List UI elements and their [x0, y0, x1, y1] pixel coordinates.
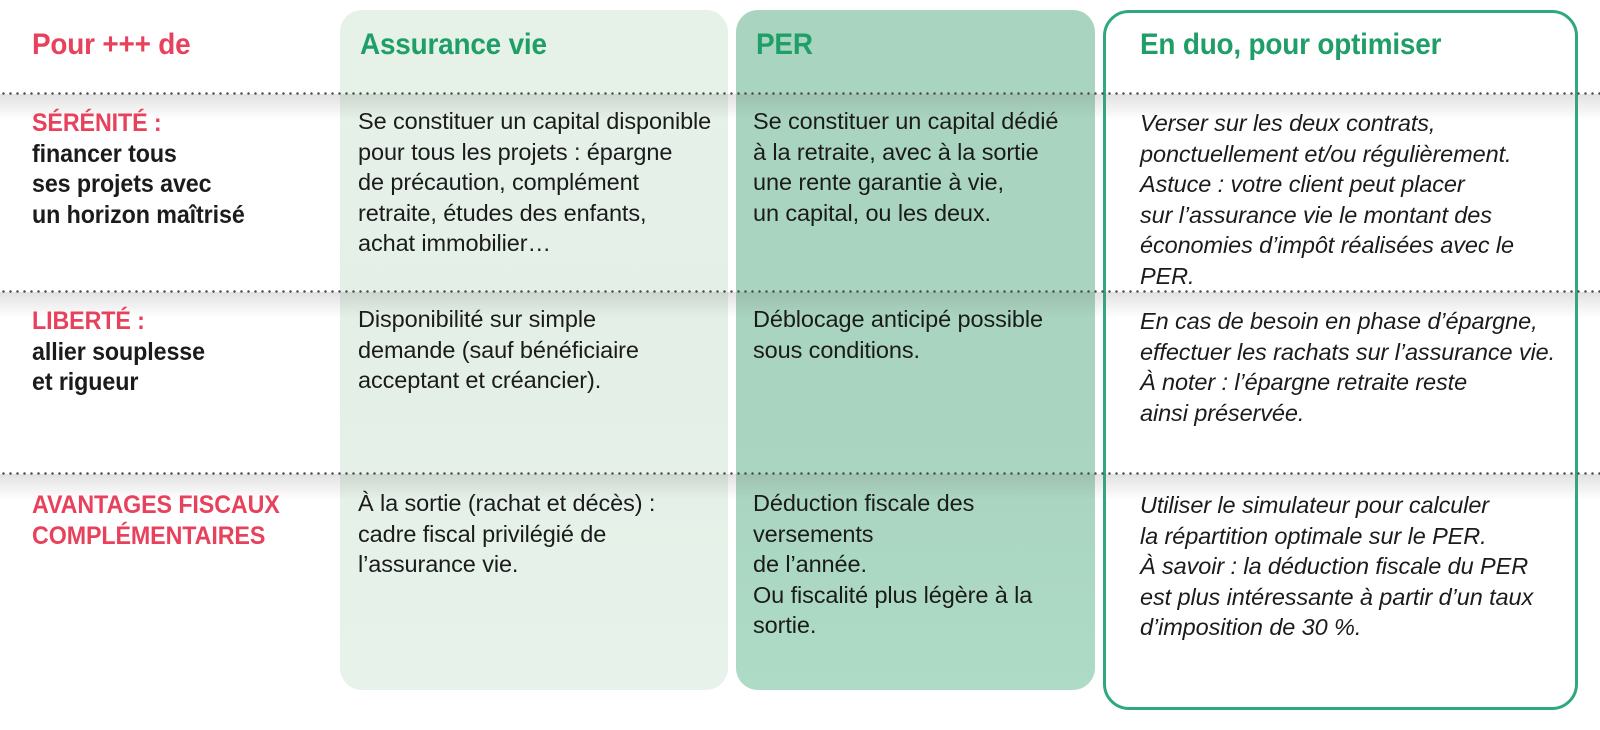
row-label-avantages-fiscaux: AVANTAGES FISCAUX COMPLÉMENTAIRES [32, 490, 311, 551]
row-label-serenite-subtitle: financer tous ses projets avec un horizo… [32, 139, 245, 229]
cell-liberte-en-duo: En cas de besoin en phase d’épargne, eff… [1140, 308, 1556, 426]
cell-avantages-fiscaux-en-duo: Utiliser le simulateur pour calculer la … [1140, 492, 1534, 641]
header-row-label: Pour +++ de [32, 28, 191, 61]
row-separator-1 [0, 92, 1600, 95]
row-label-avantages-fiscaux-title: AVANTAGES FISCAUX COMPLÉMENTAIRES [32, 491, 280, 550]
cell-avantages-fiscaux-per: Déduction fiscale des versements de l’an… [753, 490, 1033, 639]
row-label-liberte: LIBERTÉ : allier souplesse et rigueur [32, 306, 311, 398]
row-label-liberte-title: LIBERTÉ : [32, 307, 145, 335]
cell-liberte-assurance-vie: Disponibilité sur simple demande (sauf b… [358, 306, 639, 394]
column-header-assurance-vie: Assurance vie [360, 28, 547, 61]
row-separator-2 [0, 290, 1600, 293]
row-label-liberte-subtitle: allier souplesse et rigueur [32, 337, 205, 397]
row-separator-3 [0, 472, 1600, 475]
cell-serenite-en-duo: Verser sur les deux contrats, ponctuelle… [1140, 110, 1514, 289]
column-panel-en-duo [1103, 10, 1578, 710]
cell-serenite-per: Se constituer un capital dédié à la retr… [753, 108, 1059, 226]
cell-liberte-per: Déblocage anticipé possible sous conditi… [753, 306, 1043, 363]
column-header-en-duo: En duo, pour optimiser [1140, 28, 1442, 61]
cell-serenite-assurance-vie: Se constituer un capital disponible pour… [358, 108, 712, 257]
row-label-serenite: SÉRÉNITÉ : financer tous ses projets ave… [32, 108, 311, 230]
column-panel-assurance-vie [340, 10, 728, 690]
row-label-serenite-title: SÉRÉNITÉ : [32, 109, 162, 137]
cell-avantages-fiscaux-assurance-vie: À la sortie (rachat et décès) : cadre fi… [358, 490, 656, 578]
column-header-per: PER [756, 28, 813, 61]
column-panel-per [736, 10, 1095, 690]
